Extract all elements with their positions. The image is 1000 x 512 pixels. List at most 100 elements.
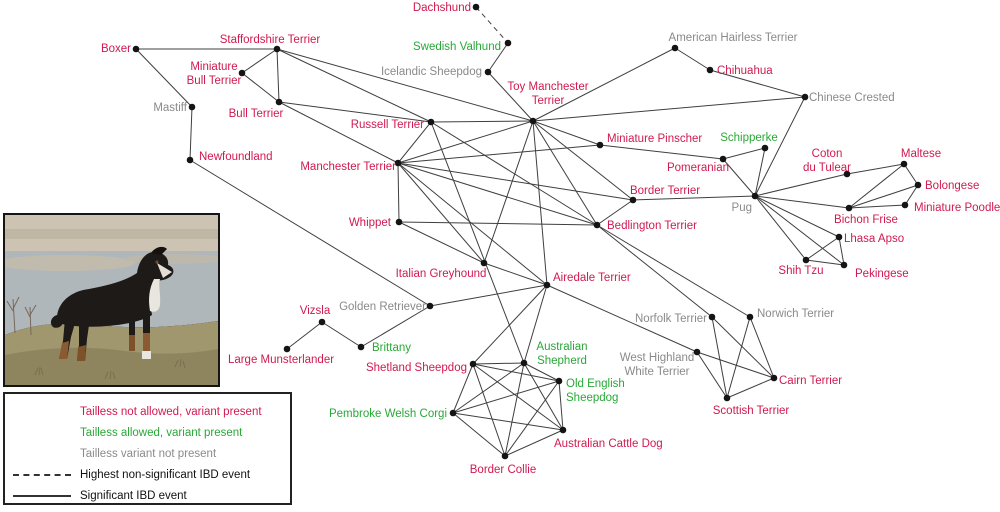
edge-golden--brittany xyxy=(360,305,431,348)
edge-acd--border-collie xyxy=(504,429,564,457)
node-bolongese xyxy=(914,181,922,189)
edge-aus-shepherd--oes xyxy=(523,362,560,382)
node-label-golden: Golden Retriever xyxy=(339,301,426,313)
node-label-pekingese: Pekingese xyxy=(855,268,909,280)
node-label-brittany: Brittany xyxy=(372,342,411,354)
edge-whippet--bedlington xyxy=(398,221,598,226)
edge-manchester--min-pinscher xyxy=(397,144,601,164)
legend-label: Tailless allowed, variant present xyxy=(80,426,243,439)
edge-toy-manchester--italian-greyhound xyxy=(483,120,534,264)
node-brittany xyxy=(357,343,365,351)
node-scottish xyxy=(723,394,731,402)
edge-staffordshire--russell xyxy=(276,48,432,123)
node-chihuahua xyxy=(706,66,714,74)
legend-item-significant-ibd: Significant IBD event xyxy=(13,485,284,506)
node-boxer xyxy=(132,45,140,53)
edge-whwt--scottish xyxy=(696,351,728,399)
node-label-manchester: Manchester Terrier xyxy=(300,161,396,173)
edge-shetland--aus-shepherd xyxy=(472,362,525,365)
edge-toy-manchester--am-hairless xyxy=(532,47,676,122)
edge-lhasa--pekingese xyxy=(838,236,845,266)
dog-silhouette xyxy=(50,246,174,361)
node-label-swedish-valhund: Swedish Valhund xyxy=(413,41,501,53)
node-label-chihuahua: Chihuahua xyxy=(717,65,773,77)
edge-toy-manchester--bedlington xyxy=(532,120,598,226)
legend-label: Tailless not allowed, variant present xyxy=(80,405,262,418)
node-label-whippet: Whippet xyxy=(349,217,392,229)
edge-manchester--border-terrier xyxy=(397,162,634,201)
edge-pomeranian--pug xyxy=(722,158,756,197)
node-whippet xyxy=(395,218,403,226)
edge-border-terrier--bedlington xyxy=(596,199,634,226)
node-whwt xyxy=(693,348,701,356)
node-russell xyxy=(427,118,435,126)
node-label-norfolk: Norfolk Terrier xyxy=(635,313,707,325)
node-shetland xyxy=(469,360,477,368)
node-schipperke xyxy=(761,144,769,152)
node-acd xyxy=(559,426,567,434)
edge-bichon--min-poodle xyxy=(848,204,906,209)
edge-shetland--border-collie xyxy=(472,363,506,457)
edge-russell--manchester xyxy=(397,121,432,164)
node-toy-manchester xyxy=(529,117,537,125)
legend-label: Tailless variant not present xyxy=(80,447,217,460)
edge-shetland--acd xyxy=(472,363,564,431)
node-bichon xyxy=(845,204,853,212)
node-airedale xyxy=(543,281,551,289)
dashed-edge-dachshund--swedish-valhund xyxy=(475,6,509,44)
node-label-lhasa: Lhasa Apso xyxy=(844,233,904,245)
edge-vizsla--munsterlander xyxy=(286,321,323,350)
node-label-icelandic: Icelandic Sheepdog xyxy=(381,66,482,78)
node-manchester xyxy=(394,159,402,167)
node-label-russell: Russell Terrier xyxy=(351,119,424,131)
edge-min-pinscher--pomeranian xyxy=(599,144,724,160)
node-border-terrier xyxy=(629,196,637,204)
node-label-staffordshire: Staffordshire Terrier xyxy=(220,34,321,46)
edge-norwich--scottish xyxy=(726,316,751,399)
edge-whippet--italian-greyhound xyxy=(398,221,485,264)
node-pug xyxy=(751,192,759,200)
node-label-scottish: Scottish Terrier xyxy=(713,405,790,417)
edge-shetland--oes xyxy=(472,363,560,382)
edge-russell--bedlington xyxy=(430,121,598,226)
node-label-maltese: Maltese xyxy=(901,148,941,160)
node-label-airedale: Airedale Terrier xyxy=(553,272,631,284)
legend-box: Tailless not allowed, variant present Ta… xyxy=(3,392,292,505)
edge-bolongese--bichon xyxy=(848,184,919,209)
edge-aus-shepherd--border-collie xyxy=(504,362,525,457)
node-label-boxer: Boxer xyxy=(101,43,131,55)
edge-brittany--vizsla xyxy=(321,321,362,348)
node-oes xyxy=(555,377,563,385)
edge-corgi--acd xyxy=(452,412,564,431)
edge-bull--manchester xyxy=(278,101,399,164)
node-label-bolongese: Bolongese xyxy=(925,180,979,192)
node-cairn xyxy=(770,374,778,382)
sand-ridge xyxy=(5,229,218,239)
node-label-pomeranian: Pomeranian xyxy=(667,162,729,174)
node-label-cairn: Cairn Terrier xyxy=(779,375,842,387)
edge-airedale--shetland xyxy=(472,284,548,365)
edge-border-terrier--pug xyxy=(632,195,756,201)
edge-corgi--border-collie xyxy=(452,412,506,457)
node-lhasa xyxy=(835,233,843,241)
edge-norfolk--scottish xyxy=(711,316,728,399)
edge-bolongese--min-poodle xyxy=(904,184,919,206)
node-shih-tzu xyxy=(802,256,810,264)
dog-photo xyxy=(3,213,220,387)
legend-swatch-dashed-line xyxy=(13,473,71,476)
edge-oes--border-collie xyxy=(504,380,560,457)
edge-staffordshire--toy-manchester xyxy=(276,48,534,122)
edge-staffordshire--min-bull xyxy=(241,48,278,74)
node-label-bull: Bull Terrier xyxy=(229,108,284,120)
edge-aus-shepherd--acd xyxy=(523,362,564,431)
edge-icelandic--toy-manchester xyxy=(487,71,534,122)
edge-whwt--cairn xyxy=(696,351,775,379)
edge-aus-shepherd--corgi xyxy=(452,362,525,414)
node-min-pinscher xyxy=(596,141,604,149)
edge-pomeranian--schipperke xyxy=(722,147,766,160)
